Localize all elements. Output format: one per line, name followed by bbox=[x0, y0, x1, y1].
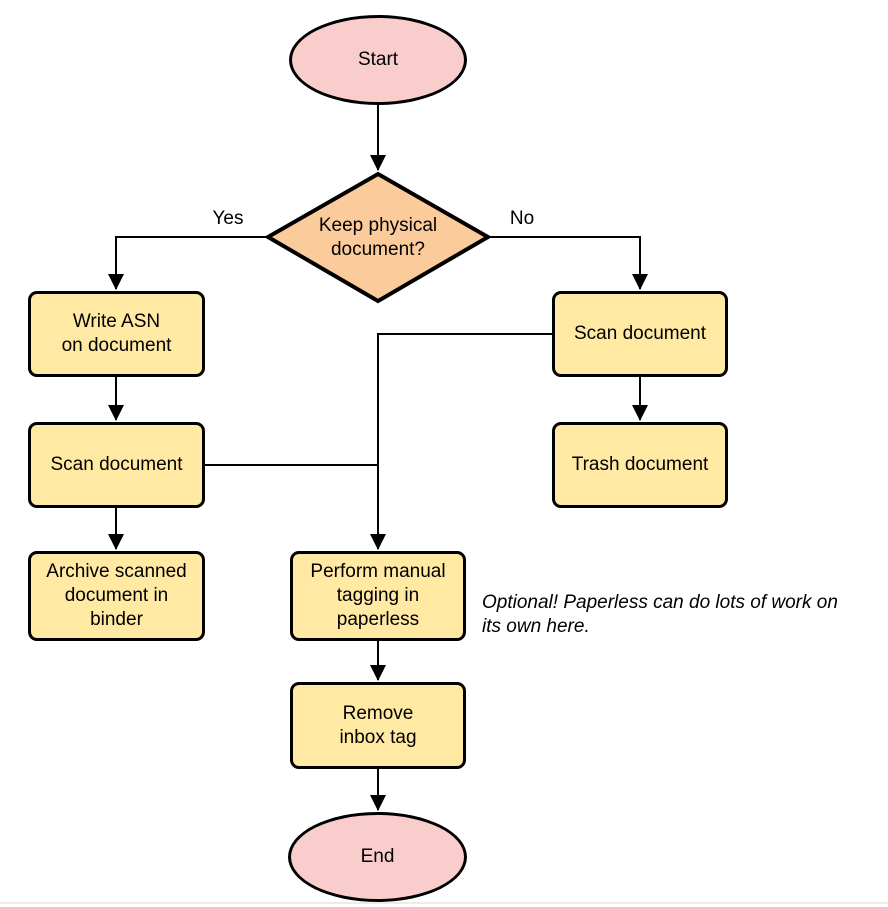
yes-branch-label: Yes bbox=[212, 208, 244, 229]
edge-scan-right-to-tagging bbox=[370, 333, 552, 550]
optional-annotation: Optional! Paperless can do lots of work … bbox=[482, 592, 838, 637]
decision-node: Keep physical document? bbox=[288, 213, 468, 263]
edge-decision-yes-to-write-asn bbox=[108, 236, 267, 290]
remove-inbox-tag-node-label: Remove inbox tag bbox=[339, 702, 417, 748]
decision-node-label: Keep physical document? bbox=[318, 215, 438, 260]
trash-document-node-label: Trash document bbox=[571, 454, 709, 475]
write-asn-node-label: Write ASN on document bbox=[61, 311, 172, 356]
manual-tagging-node: Perform manual tagging in paperless bbox=[290, 551, 466, 641]
end-node-label: End bbox=[360, 846, 395, 867]
page-edge-line bbox=[0, 902, 888, 904]
start-node: Start bbox=[289, 15, 467, 105]
no-branch-label: No bbox=[509, 208, 535, 229]
decision-diamond-shape bbox=[263, 171, 493, 304]
scan-document-left-node: Scan document bbox=[28, 422, 205, 508]
remove-inbox-tag-node: Remove inbox tag bbox=[290, 682, 466, 769]
scan-document-left-node-label: Scan document bbox=[50, 454, 183, 475]
scan-document-right-node-label: Scan document bbox=[573, 323, 707, 344]
trash-document-node: Trash document bbox=[552, 422, 728, 508]
manual-tagging-node-label: Perform manual tagging in paperless bbox=[310, 561, 446, 630]
archive-binder-node: Archive scanned document in binder bbox=[28, 551, 205, 641]
write-asn-node: Write ASN on document bbox=[28, 291, 205, 377]
scan-document-right-node: Scan document bbox=[552, 291, 728, 377]
start-node-label: Start bbox=[357, 49, 399, 70]
edge-decision-no-to-scan-right bbox=[488, 236, 648, 290]
archive-binder-node-label: Archive scanned document in binder bbox=[46, 561, 187, 630]
end-node: End bbox=[288, 812, 467, 902]
